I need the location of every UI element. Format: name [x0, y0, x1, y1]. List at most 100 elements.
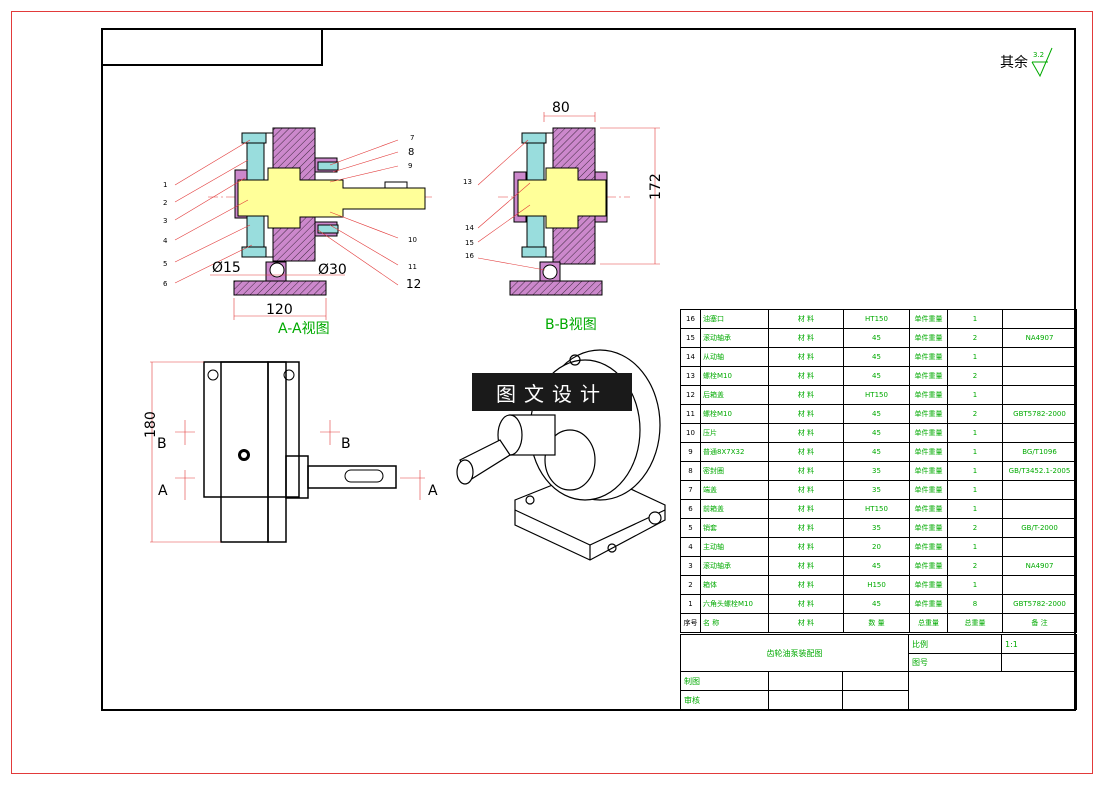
watermark-stamp: 图文设计	[472, 373, 632, 411]
dim-h180: 180	[143, 411, 159, 438]
bom-cell-qty: 1	[947, 309, 1003, 329]
bom-cell-qty: 1	[947, 461, 1003, 481]
bom-cell-name: 前箱盖	[700, 499, 769, 519]
bom-cell-weight-label: 单件重量	[909, 309, 948, 329]
bom-cell-material: HT150	[843, 309, 910, 329]
balloons-b: 13 14 15 16	[463, 178, 474, 260]
bom-cell-remark: NA4907	[1002, 556, 1077, 576]
bom-cell-no: 4	[680, 537, 701, 557]
bom-cell-weight-label: 单件重量	[909, 537, 948, 557]
bom-cell-remark: GBT5782-2000	[1002, 594, 1077, 614]
bom-cell-no: 9	[680, 442, 701, 462]
section-mark-a-left: A	[158, 483, 168, 499]
bom-cell-remark	[1002, 347, 1077, 367]
surface-finish-prefix: 其余	[1000, 55, 1028, 71]
scale-value: 1:1	[1001, 634, 1077, 654]
bom-cell-name: 从动轴	[700, 347, 769, 367]
dimensions-a: Ø15 Ø30 120	[212, 260, 347, 318]
bom-cell-qty: 1	[947, 575, 1003, 595]
bom-cell-material: 45	[843, 366, 910, 386]
balloons-a: 1 2 3 4 5 6 7 8 9 10 11 12	[163, 134, 421, 291]
balloon-5: 5	[163, 260, 167, 268]
bom-cell-weight-label: 单件重量	[909, 518, 948, 538]
balloon-10: 10	[408, 236, 417, 244]
bom-cell-weight-label: 单件重量	[909, 480, 948, 500]
bom-cell-name: 滚动轴承	[700, 556, 769, 576]
bom-cell-material: 45	[843, 347, 910, 367]
outer-border	[11, 11, 1093, 774]
bom-cell-name: 压片	[700, 423, 769, 443]
balloon-13: 13	[463, 178, 472, 186]
bom-cell-material-label: 材 料	[768, 309, 844, 329]
bom-cell-no: 序号	[680, 613, 701, 633]
bom-cell-weight-label: 单件重量	[909, 556, 948, 576]
dim-d15: Ø15	[212, 260, 241, 276]
bom-cell-material-label: 材 料	[768, 366, 844, 386]
bom-cell-material-label: 材 料	[768, 442, 844, 462]
bom-cell-name: 油塞口	[700, 309, 769, 329]
bom-cell-qty: 2	[947, 328, 1003, 348]
bom-cell-qty: 2	[947, 404, 1003, 424]
bom-cell-material: 45	[843, 404, 910, 424]
title-block: 齿轮油泵装配图 比例 1:1 图号 制图 审核	[680, 634, 1077, 711]
balloon-12: 12	[406, 277, 421, 291]
bom-cell-name: 销套	[700, 518, 769, 538]
bom-cell-remark: NA4907	[1002, 328, 1077, 348]
drawing-name: 齿轮油泵装配图	[680, 634, 909, 672]
balloon-15: 15	[465, 239, 474, 247]
bom-cell-material-label: 材 料	[768, 404, 844, 424]
bom-cell-remark: 备 注	[1002, 613, 1077, 633]
bom-cell-material-label: 材 料	[768, 575, 844, 595]
bom-cell-material: 35	[843, 518, 910, 538]
section-mark-a-right: A	[428, 483, 438, 499]
balloon-3: 3	[163, 217, 167, 225]
bom-cell-weight-label: 单件重量	[909, 499, 948, 519]
sheet-label: 图号	[908, 653, 1002, 672]
bom-cell-qty: 1	[947, 480, 1003, 500]
balloon-4: 4	[163, 237, 168, 245]
dim-h172: 172	[648, 173, 664, 200]
bom-cell-material: 35	[843, 461, 910, 481]
bom-cell-material-label: 材 料	[768, 613, 844, 633]
balloon-6: 6	[163, 280, 168, 288]
bom-cell-remark: GBT5782-2000	[1002, 404, 1077, 424]
bom-cell-no: 12	[680, 385, 701, 405]
bom-cell-material: 20	[843, 537, 910, 557]
drawn-label: 制图	[680, 671, 769, 691]
bom-cell-material: 35	[843, 480, 910, 500]
bom-cell-material-label: 材 料	[768, 480, 844, 500]
bom-cell-qty: 2	[947, 366, 1003, 386]
section-mark-b-right: B	[341, 436, 351, 452]
dim-w120: 120	[266, 302, 293, 318]
bom-cell-material-label: 材 料	[768, 461, 844, 481]
bom-cell-weight-label: 总重量	[909, 613, 948, 633]
section-view-a	[174, 127, 432, 320]
bom-cell-no: 8	[680, 461, 701, 481]
bom-cell-weight-label: 单件重量	[909, 575, 948, 595]
bom-cell-weight-label: 单件重量	[909, 594, 948, 614]
bom-cell-weight-label: 单件重量	[909, 423, 948, 443]
bom-cell-remark: GB/T-2000	[1002, 518, 1077, 538]
bom-cell-material: H150	[843, 575, 910, 595]
bom-cell-weight-label: 单件重量	[909, 347, 948, 367]
surface-finish-note: 其余	[1000, 52, 1028, 72]
bom-cell-material: 数 量	[843, 613, 910, 633]
bom-cell-weight-label: 单件重量	[909, 442, 948, 462]
bom-cell-name: 主动轴	[700, 537, 769, 557]
bom-cell-material-label: 材 料	[768, 518, 844, 538]
dimensions-b: 80 172	[552, 100, 664, 200]
front-view	[150, 361, 425, 543]
bom-cell-remark: GB/T3452.1-2005	[1002, 461, 1077, 481]
balloon-2: 2	[163, 199, 167, 207]
bom-cell-remark	[1002, 575, 1077, 595]
